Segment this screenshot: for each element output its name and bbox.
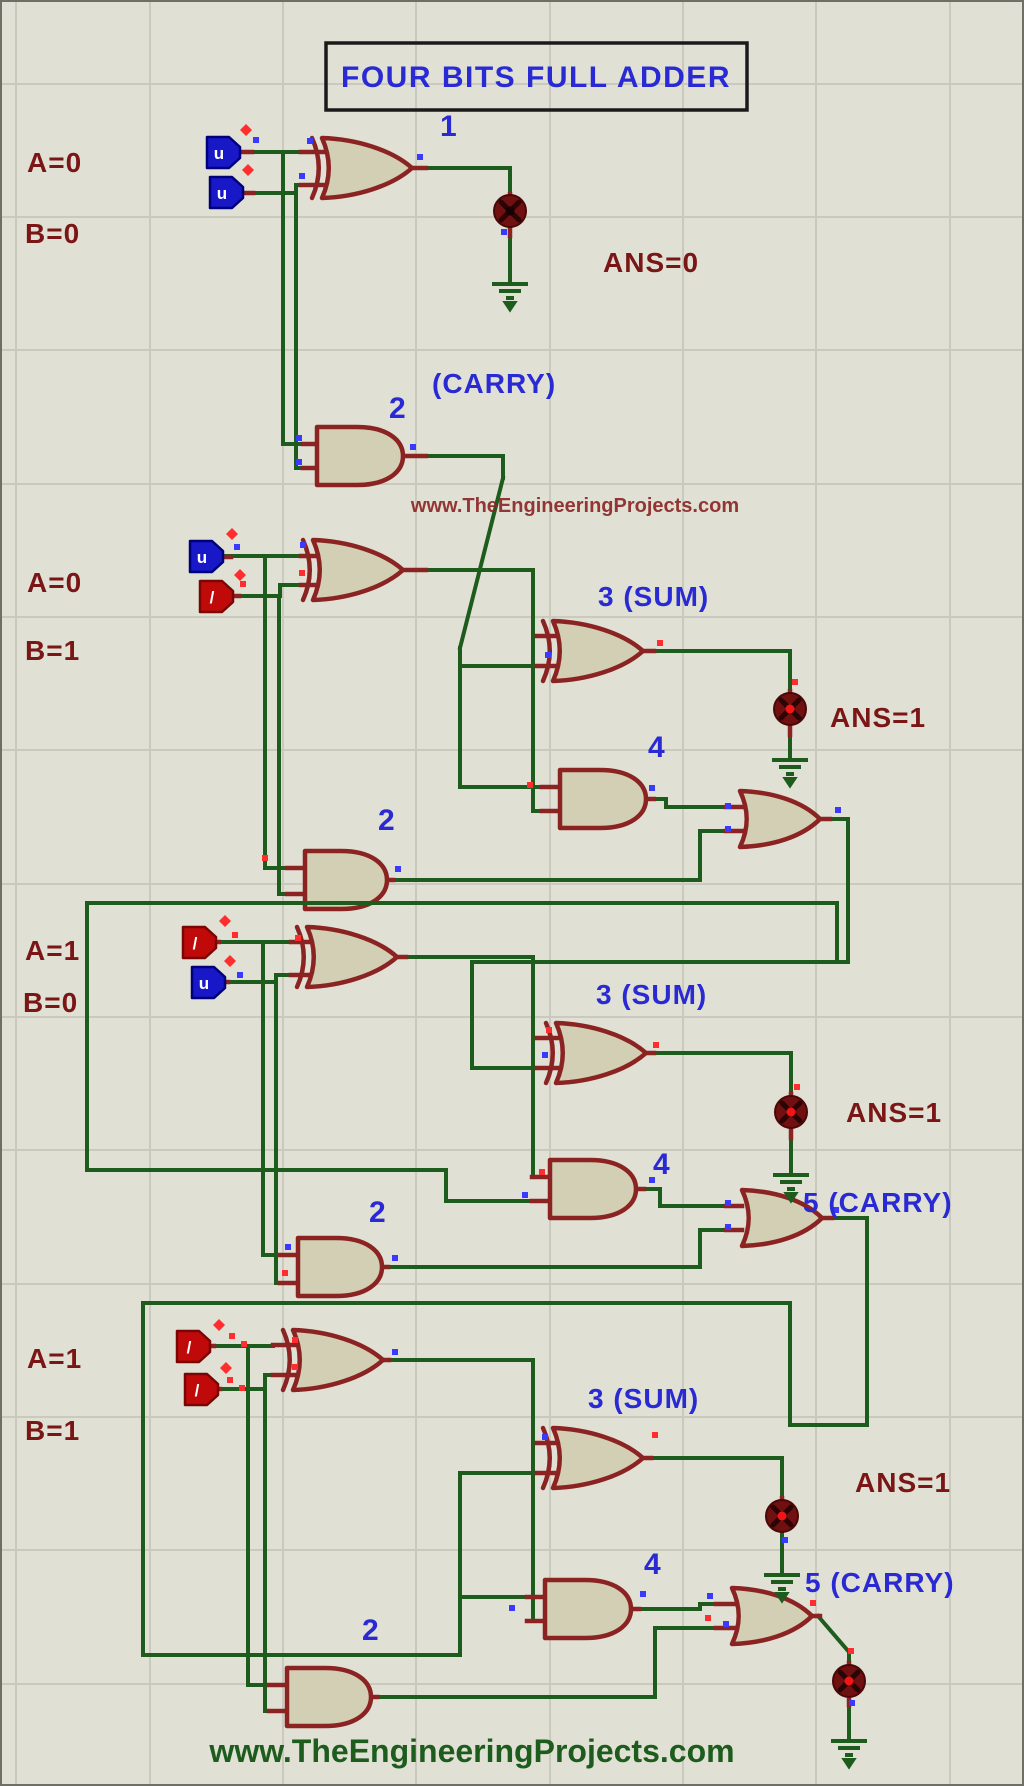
watermark-middle: www.TheEngineeringProjects.com: [410, 495, 739, 517]
logic-input-a[interactable]: u: [188, 539, 225, 574]
input-glyph: u: [199, 974, 209, 993]
carry-label: 5 (CARRY): [805, 1567, 955, 1598]
led-indicator[interactable]: [773, 692, 807, 726]
stage-bit-4: / / A=1 B=1 ANS=1 3 (SUM) 4 2 5 (CARRY): [25, 1301, 955, 1770]
ans-label: ANS=1: [855, 1467, 951, 1498]
xor-gate-1[interactable]: [319, 135, 415, 201]
led-center: [777, 1511, 787, 1521]
ans-label: ANS=1: [846, 1097, 942, 1128]
logic-state-dots-red: [240, 124, 254, 176]
xor-gate-1-arc: [309, 135, 321, 201]
and-gate-4[interactable]: [557, 767, 649, 831]
gate-number-4: 4: [648, 731, 665, 764]
ans-label: ANS=0: [603, 247, 699, 278]
input-b-label: B=1: [25, 635, 80, 666]
gate-number-4: 4: [653, 1148, 670, 1181]
ground-symbol[interactable]: [492, 282, 528, 313]
stage-bit-3: / u A=1 B=0 ANS=1 3 (SUM) 4 2 5 (CARRY): [23, 901, 953, 1427]
sum-label: 3 (SUM): [598, 581, 709, 612]
sum-label: 3 (SUM): [588, 1383, 699, 1414]
pin-stub: [237, 149, 513, 471]
carry-led-indicator[interactable]: [832, 1664, 866, 1698]
sum-label: 3 (SUM): [596, 979, 707, 1010]
pin-stub: [220, 553, 833, 897]
title-box: [324, 41, 749, 112]
logic-state-dots-red: [226, 528, 798, 861]
input-b-label: B=0: [23, 987, 78, 1018]
gate-number-1: 1: [440, 110, 457, 143]
watermark-bottom: www.TheEngineeringProjects.com: [208, 1733, 734, 1769]
logic-input-a[interactable]: /: [181, 925, 218, 960]
logic-input-b[interactable]: u: [190, 965, 227, 1000]
logic-input-a[interactable]: u: [205, 135, 242, 170]
led-indicator[interactable]: [774, 1095, 808, 1129]
and-gate-4[interactable]: [547, 1157, 639, 1221]
led-center: [785, 704, 795, 714]
stage-bit-1: u u A=0 B=0 ANS=0 1 2 (CARRY): [25, 110, 699, 651]
carry-label: 5 (CARRY): [803, 1187, 953, 1218]
and-gate-2[interactable]: [314, 424, 406, 488]
carry-label: (CARRY): [432, 368, 556, 399]
input-glyph: /: [193, 934, 198, 953]
input-glyph: u: [197, 548, 207, 567]
led-center: [844, 1676, 854, 1686]
logic-input-b[interactable]: u: [208, 175, 245, 210]
input-a-label: A=0: [27, 567, 82, 598]
gate-number-2: 2: [389, 392, 406, 425]
gate-number-2: 2: [378, 804, 395, 837]
title-block: FOUR BITS FULL ADDER: [324, 41, 749, 112]
wire: [141, 1301, 851, 1740]
carry-ground-symbol[interactable]: [831, 1739, 867, 1770]
xor-gate-sum-arc: [540, 1425, 552, 1491]
logic-input-b[interactable]: /: [183, 1372, 220, 1407]
pin-stub: [210, 939, 835, 1286]
led-center: [786, 1107, 796, 1117]
led-indicator[interactable]: [493, 194, 527, 228]
and-gate-4[interactable]: [542, 1577, 634, 1641]
input-a-label: A=1: [27, 1343, 82, 1374]
gate-number-2: 2: [362, 1614, 379, 1647]
xor-gate-sum[interactable]: [550, 618, 646, 684]
stage-bit-2: u / A=0 B=1 ANS=1 3 (SUM) 4 2: [25, 528, 926, 964]
xor-gate-sum[interactable]: [550, 1425, 646, 1491]
or-gate-carry[interactable]: [739, 1187, 825, 1249]
ground-symbol[interactable]: [772, 758, 808, 789]
input-b-label: B=0: [25, 218, 80, 249]
and-gate-2[interactable]: [302, 848, 390, 912]
logic-input-b[interactable]: /: [198, 579, 235, 614]
logic-state-dots-red: [219, 915, 800, 1276]
and-gate-2[interactable]: [295, 1235, 385, 1299]
input-b-label: B=1: [25, 1415, 80, 1446]
xor-gate-sum[interactable]: [553, 1020, 649, 1086]
or-gate-carry[interactable]: [737, 788, 823, 850]
xor-gate-input-arc: [280, 1327, 292, 1393]
logic-input-a[interactable]: /: [175, 1329, 212, 1364]
led-indicator[interactable]: [765, 1499, 799, 1533]
ground-symbol[interactable]: [764, 1573, 800, 1604]
xor-gate-input[interactable]: [290, 1327, 386, 1393]
led-center: [505, 206, 515, 216]
gate-number-2: 2: [369, 1196, 386, 1229]
or-gate-carry[interactable]: [729, 1585, 815, 1647]
input-a-label: A=0: [27, 147, 82, 178]
page-title: FOUR BITS FULL ADDER: [341, 61, 731, 94]
input-glyph: /: [187, 1338, 192, 1357]
input-glyph: /: [195, 1381, 200, 1400]
input-glyph: u: [217, 184, 227, 203]
xor-gate-sum-arc: [540, 618, 552, 684]
and-gate-2[interactable]: [284, 1665, 374, 1729]
xor-gate-input[interactable]: [304, 924, 400, 990]
input-a-label: A=1: [25, 935, 80, 966]
xor-gate-input-arc: [294, 924, 306, 990]
ans-label: ANS=1: [830, 702, 926, 733]
ground-symbol[interactable]: [773, 1173, 809, 1204]
input-glyph: u: [214, 144, 224, 163]
xor-gate-input[interactable]: [310, 537, 406, 603]
wire: [245, 150, 512, 651]
input-glyph: /: [210, 588, 215, 607]
gate-number-4: 4: [644, 1548, 661, 1581]
